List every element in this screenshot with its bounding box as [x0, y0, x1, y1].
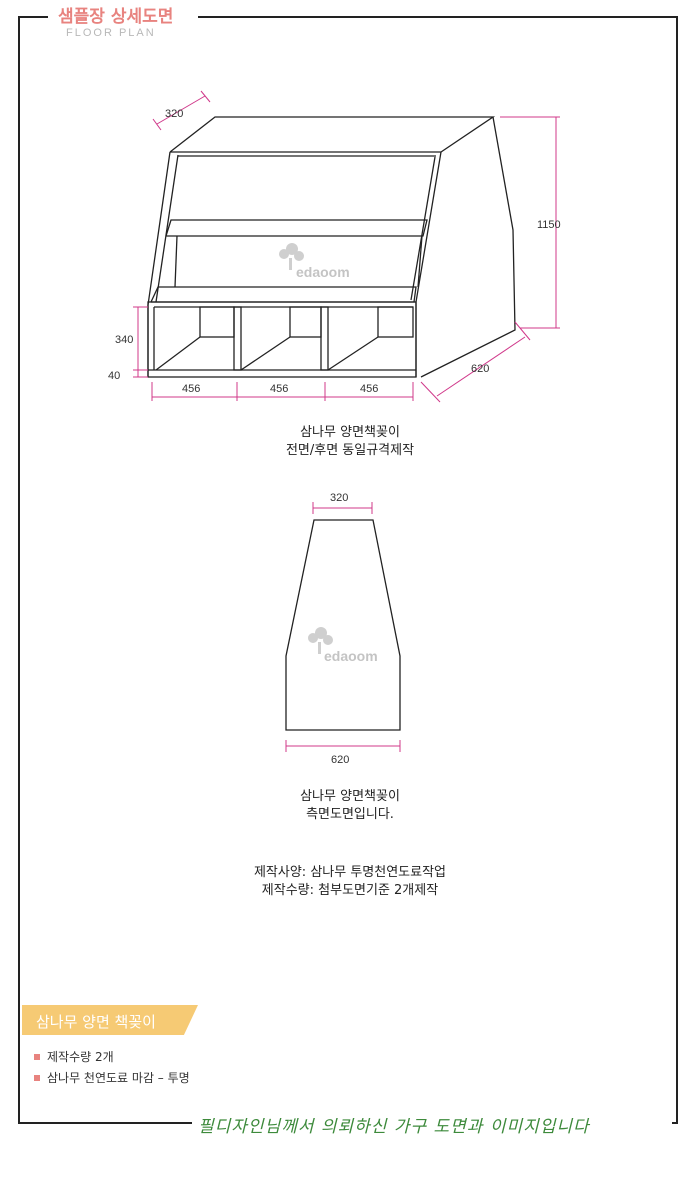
front-dim-labels: 320 1150 340 40 620 456 456 456 — [108, 108, 561, 395]
label-bottom-depth: 620 — [471, 363, 489, 375]
dim-tick — [514, 321, 531, 341]
side-outline — [420, 116, 516, 378]
front-left-profile-inner — [155, 154, 179, 303]
bullet-icon — [34, 1053, 40, 1060]
front-caption-line2: 전면/후면 동일규격제작 — [285, 443, 415, 458]
watermark-tree-icon — [279, 243, 304, 270]
shelf-upright-left — [174, 235, 178, 288]
front-caption-line1: 삼나무 양면책꽂이 — [300, 425, 400, 440]
list-item: 제작수량 2개 — [34, 1046, 190, 1067]
watermark-front: edaoom — [296, 264, 350, 280]
watermark-side: edaoom — [324, 648, 378, 664]
cubby-back-1 — [199, 306, 235, 338]
side-profile — [285, 519, 401, 731]
label-lower: 340 — [115, 334, 133, 346]
front-dimensions — [133, 90, 560, 403]
label-height: 1150 — [537, 219, 561, 231]
divider-2 — [320, 306, 329, 371]
side-caption-line2: 측면도면입니다. — [306, 807, 394, 822]
list-item: 삼나무 천연도료 마감 – 투명 — [34, 1067, 190, 1088]
dim-tick — [420, 381, 441, 403]
spec-block: 제작사양: 삼나무 투명천연도료작업 제작수량: 첨부도면기준 2개제작 — [0, 864, 700, 900]
cubby-floor-2 — [240, 336, 291, 371]
front-view-drawing — [147, 116, 516, 378]
front-top — [169, 116, 496, 153]
bullet-icon — [34, 1074, 40, 1081]
bullet-text: 삼나무 천연도료 마감 – 투명 — [47, 1071, 190, 1085]
cubby-floor-3 — [327, 336, 379, 371]
label-width-2: 456 — [270, 383, 288, 395]
front-caption: 삼나무 양면책꽂이 전면/후면 동일규격제작 — [0, 424, 700, 460]
dim-tick — [200, 90, 211, 103]
side-dim-labels: 320 620 — [330, 492, 349, 766]
frame-top-right — [198, 16, 678, 18]
label-side-bottom: 620 — [331, 754, 349, 766]
side-caption-line1: 삼나무 양면책꽂이 — [300, 789, 400, 804]
badge-background — [22, 1005, 198, 1035]
spec-line-2: 제작수량: 첨부도면기준 2개제작 — [261, 883, 439, 898]
lower-box — [147, 301, 417, 378]
label-top-depth: 320 — [165, 108, 183, 120]
frame-top-left — [18, 16, 48, 18]
shelf-2 — [150, 286, 417, 303]
dim-tick — [152, 118, 162, 131]
page-title: 샘플장 상세도면 — [58, 7, 174, 27]
front-right-inner — [410, 156, 436, 301]
divider-1 — [233, 306, 242, 371]
shelf-upright-right — [417, 235, 423, 288]
side-dimensions — [285, 502, 401, 752]
label-width-3: 456 — [360, 383, 378, 395]
badge-label: 삼나무 양면 책꽂이 — [36, 1013, 156, 1031]
dim-line-bottom-depth — [436, 336, 526, 397]
footer-backdrop — [192, 1110, 672, 1136]
spec-line-1: 제작사양: 삼나무 투명천연도료작업 — [253, 865, 447, 880]
label-width-1: 456 — [182, 383, 200, 395]
dim-line-top-depth — [156, 95, 206, 125]
cubby-back-3 — [377, 306, 414, 338]
label-side-top: 320 — [330, 492, 348, 504]
front-left-profile — [147, 151, 171, 377]
cubby-floor-1 — [155, 336, 201, 371]
product-bullets: 제작수량 2개 삼나무 천연도료 마감 – 투명 — [34, 1046, 190, 1088]
label-base: 40 — [108, 370, 120, 382]
side-view-drawing — [285, 519, 401, 731]
cubby-back-2 — [289, 306, 322, 338]
watermark-tree-icon — [308, 627, 333, 654]
product-badge: 삼나무 양면 책꽂이 — [22, 1005, 198, 1035]
bullet-text: 제작수량 2개 — [47, 1050, 114, 1064]
shelf-1 — [165, 219, 428, 237]
page-subtitle: FLOOR PLAN — [66, 27, 156, 39]
side-caption: 삼나무 양면책꽂이 측면도면입니다. — [0, 788, 700, 824]
footer-note: 필디자인님께서 의뢰하신 가구 도면과 이미지입니다 — [198, 1117, 590, 1137]
